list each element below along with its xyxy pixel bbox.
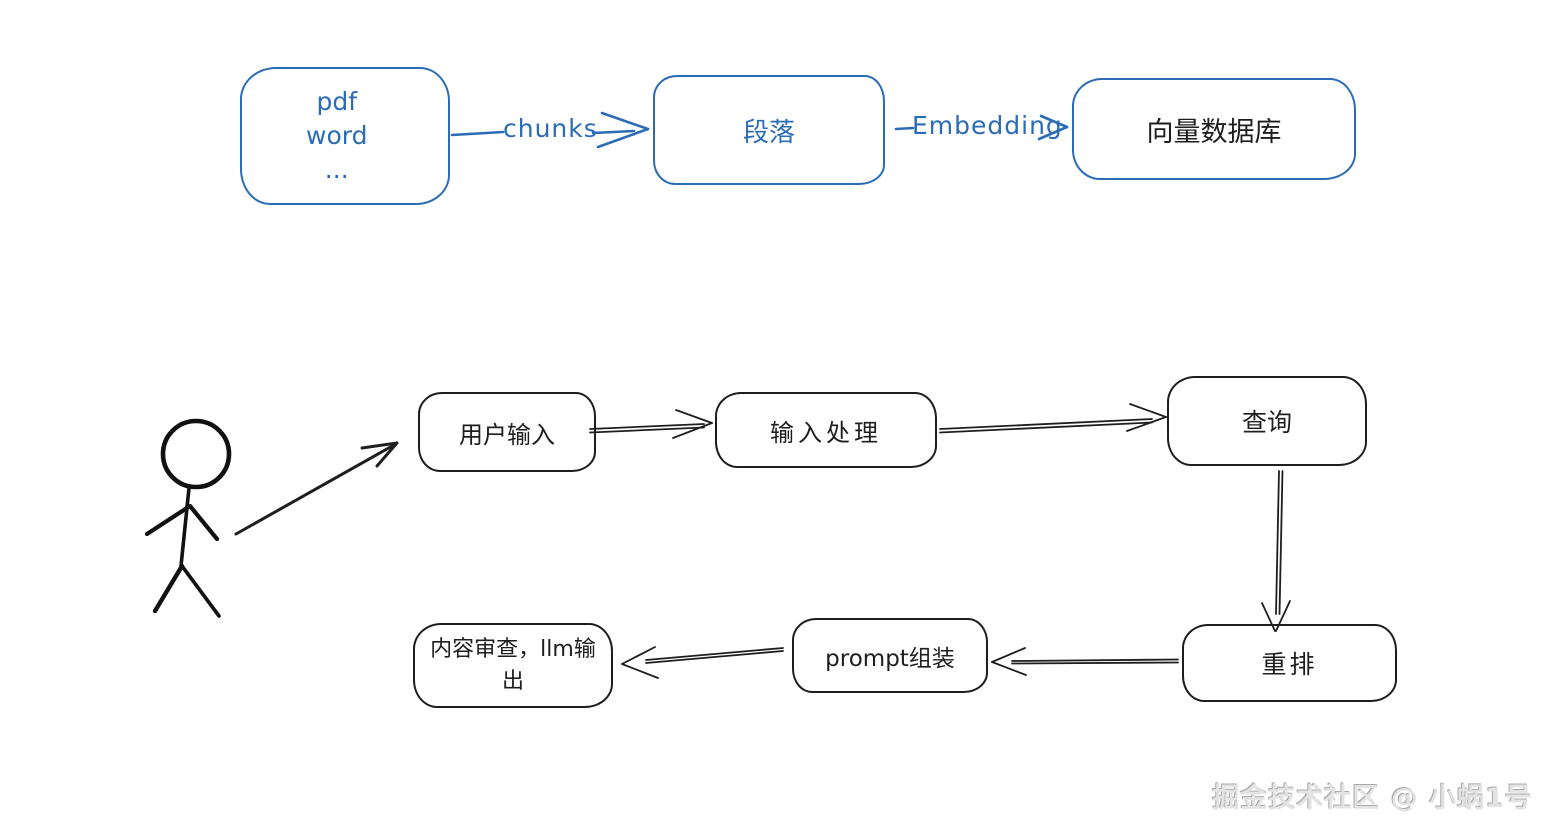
user-input-box: 用户输入 <box>418 392 596 472</box>
prompt-assembly-box: prompt组装 <box>792 618 988 693</box>
query-box: 查询 <box>1167 376 1367 466</box>
input-processing-box: 输入处理 <box>715 392 937 468</box>
content-review-box: 内容审查，llm输出 <box>413 623 613 708</box>
rerank-box: 重排 <box>1182 624 1397 702</box>
arrow-rerank-to-prompt <box>991 647 1179 676</box>
arrow-query-to-rerank <box>1261 470 1291 632</box>
paragraph-box: 段落 <box>653 75 885 185</box>
embedding-arrow-label: Embedding <box>912 111 1063 140</box>
arrow-prompt-to-review <box>621 646 784 679</box>
documents-box: pdf word ... <box>240 67 450 205</box>
arrow-input-to-processing <box>589 409 713 439</box>
arrow-user-to-input <box>234 441 399 536</box>
vector-db-box: 向量数据库 <box>1072 78 1356 180</box>
watermark: 掘金技术社区 @ 小蜗1号 <box>1212 783 1533 814</box>
stick-figure-icon <box>144 418 232 618</box>
arrow-processing-to-query <box>939 403 1167 434</box>
chunks-arrow-label: chunks <box>503 114 598 143</box>
